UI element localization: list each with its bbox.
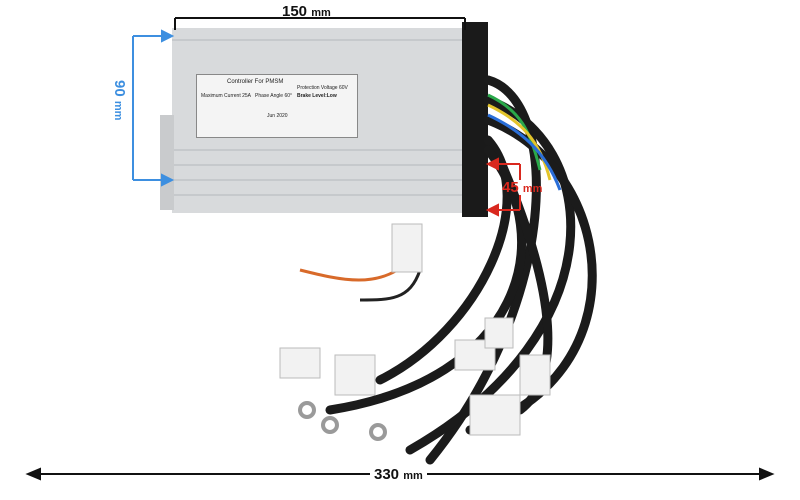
controller-label: Controller For PMSM Maximum Current 25A … [196,74,358,138]
height-dimension: 90 mm [111,80,128,120]
depth-dimension: 45 mm [502,179,542,196]
label-phase-angle: Phase Angle 60° [255,93,293,99]
cable-length-value: 330 [374,466,400,483]
cable-length-unit: mm [403,470,423,482]
label-title: Controller For PMSM [227,79,284,85]
label-brake-level: Brake Level:Low [297,93,337,99]
length-dimension: 150 mm [282,3,331,20]
connectors [279,223,551,436]
length-value: 150 [282,3,308,20]
height-value: 90 [111,80,128,97]
length-unit: mm [311,7,331,19]
label-date: Jun 2020 [267,113,288,119]
height-unit: mm [112,100,124,121]
label-max-current: Maximum Current 25A [201,93,252,99]
depth-value: 45 [502,179,519,196]
cable-length-dimension: 330 mm [370,466,427,483]
depth-unit: mm [522,183,543,195]
label-protection-voltage: Protection Voltage 60V [297,85,348,91]
